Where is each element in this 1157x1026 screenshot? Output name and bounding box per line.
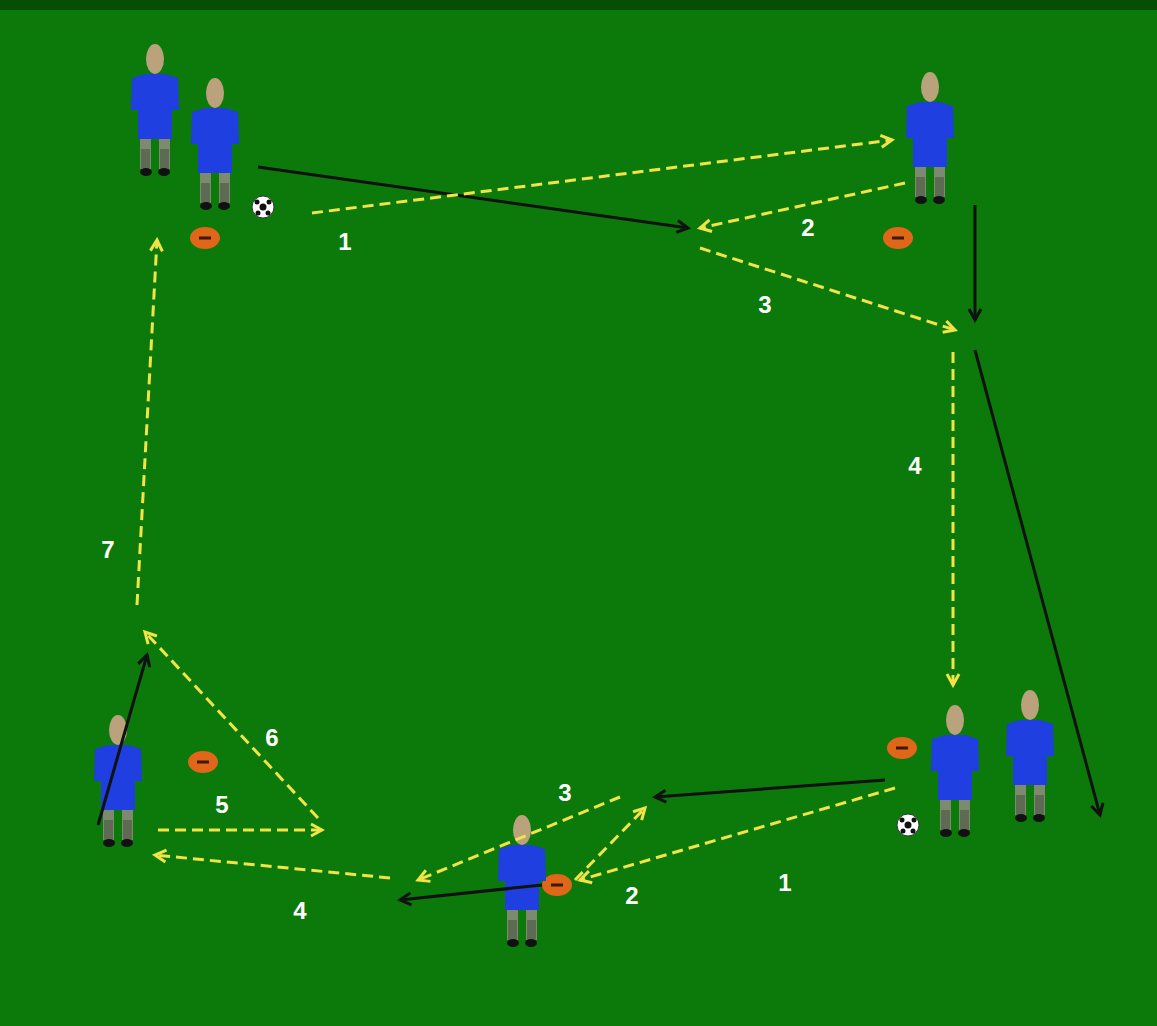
run-arrow: [975, 350, 1100, 815]
step-number: 3: [758, 293, 771, 317]
pass-arrow: [952, 352, 955, 685]
run-arrow: [974, 205, 977, 320]
pass-arrow: [312, 140, 892, 213]
run-arrow: [258, 167, 688, 228]
cones: [188, 227, 917, 896]
pass-arrow: [145, 632, 318, 818]
cone: [188, 751, 218, 773]
step-number: 2: [625, 884, 638, 908]
cone: [887, 737, 917, 759]
ball: [897, 814, 919, 836]
player: [191, 78, 239, 210]
pitch-edge: [0, 0, 1157, 10]
pass-arrow: [155, 855, 390, 878]
step-number: 4: [908, 454, 921, 478]
step-number: 5: [215, 793, 228, 817]
pass-arrow: [580, 788, 895, 880]
player: [131, 44, 179, 176]
pass-arrow: [575, 808, 645, 880]
pass-arrow: [700, 248, 955, 330]
step-number: 7: [101, 538, 114, 562]
step-number: 1: [778, 871, 791, 895]
pass-arrow: [418, 797, 620, 880]
run-arrows: [98, 167, 1100, 900]
player: [94, 715, 142, 847]
player: [1006, 690, 1054, 822]
pass-arrows: [137, 140, 955, 880]
cone: [542, 874, 572, 896]
cone: [190, 227, 220, 249]
pass-arrow: [137, 240, 157, 605]
run-arrow: [655, 780, 885, 797]
step-number: 4: [293, 899, 306, 923]
player: [906, 72, 954, 204]
cone: [883, 227, 913, 249]
step-number: 3: [558, 781, 571, 805]
run-arrow: [400, 885, 542, 900]
run-arrow: [98, 655, 147, 825]
step-number: 6: [265, 726, 278, 750]
step-number: 2: [801, 216, 814, 240]
balls: [252, 196, 919, 836]
players: [94, 44, 1054, 947]
step-number: 1: [338, 230, 351, 254]
player: [931, 705, 979, 837]
pass-arrow: [158, 829, 322, 832]
player: [498, 815, 546, 947]
ball: [252, 196, 274, 218]
